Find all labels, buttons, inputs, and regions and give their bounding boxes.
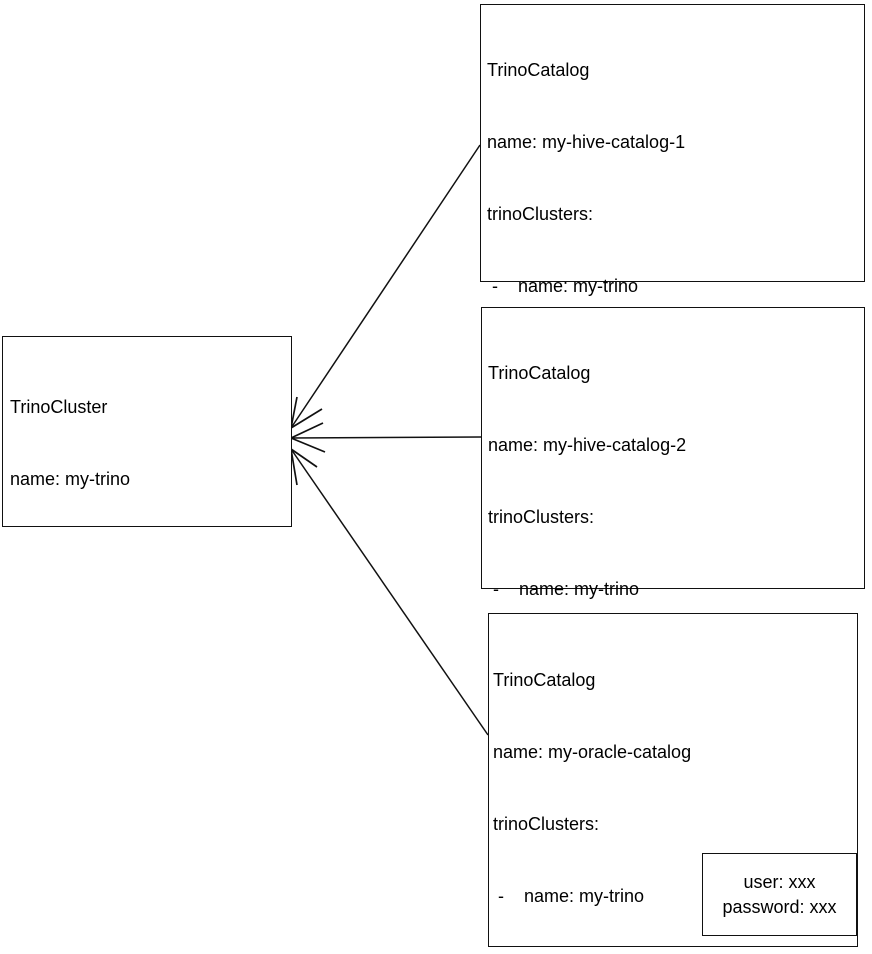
catalog-3-yaml: TrinoCatalog name: my-oracle-catalog tri…	[493, 620, 853, 954]
trinocatalog-my-hive-catalog-2[interactable]: TrinoCatalog name: my-hive-catalog-2 tri…	[481, 307, 865, 887]
arrowhead-barb	[290, 448, 318, 468]
arrowhead-barb	[290, 437, 326, 453]
catalog-1-line-2: trinoClusters:	[487, 204, 594, 224]
edge-line	[290, 144, 481, 429]
trinocatalog-my-oracle-catalog[interactable]: TrinoCatalog name: my-oracle-catalog tri…	[488, 613, 858, 947]
catalog-2-line-1: name: my-hive-catalog-2	[488, 435, 687, 455]
arrowhead-barb	[290, 408, 323, 429]
credentials-line-password: password: xxx	[722, 896, 837, 917]
catalog-1-line-1: name: my-hive-catalog-1	[487, 132, 686, 152]
trino-cluster-line-0: TrinoCluster	[10, 397, 108, 417]
catalog-2-line-2: trinoClusters:	[488, 507, 595, 527]
catalog-3-line-3: - name: my-trino	[493, 886, 645, 906]
edge-hive-catalog-1-to-cluster	[290, 144, 481, 429]
edge-line	[290, 448, 489, 736]
edge-line	[290, 436, 482, 439]
catalog-2-line-3: - name: my-trino	[488, 579, 640, 599]
trinocatalog-my-hive-catalog-1[interactable]: TrinoCatalog name: my-hive-catalog-1 tri…	[480, 4, 865, 656]
trino-cluster-node[interactable]: TrinoCluster name: my-trino	[2, 336, 292, 527]
catalog-3-line-2: trinoClusters:	[493, 814, 600, 834]
edge-oracle-catalog-to-cluster	[290, 448, 489, 736]
oracle-credentials-secret[interactable]: user: xxx password: xxx	[702, 853, 857, 936]
credentials-line-user: user: xxx	[743, 871, 816, 892]
catalog-2-line-0: TrinoCatalog	[488, 363, 591, 383]
arrowhead-barb	[290, 422, 324, 439]
trino-cluster-text: TrinoCluster name: my-trino	[10, 347, 130, 539]
edge-hive-catalog-2-to-cluster	[290, 422, 482, 453]
catalog-1-line-0: TrinoCatalog	[487, 60, 590, 80]
catalog-3-line-1: name: my-oracle-catalog	[493, 742, 692, 762]
catalog-3-line-0: TrinoCatalog	[493, 670, 596, 690]
catalog-1-line-3: - name: my-trino	[487, 276, 639, 296]
trino-cluster-line-1: name: my-trino	[10, 469, 131, 489]
